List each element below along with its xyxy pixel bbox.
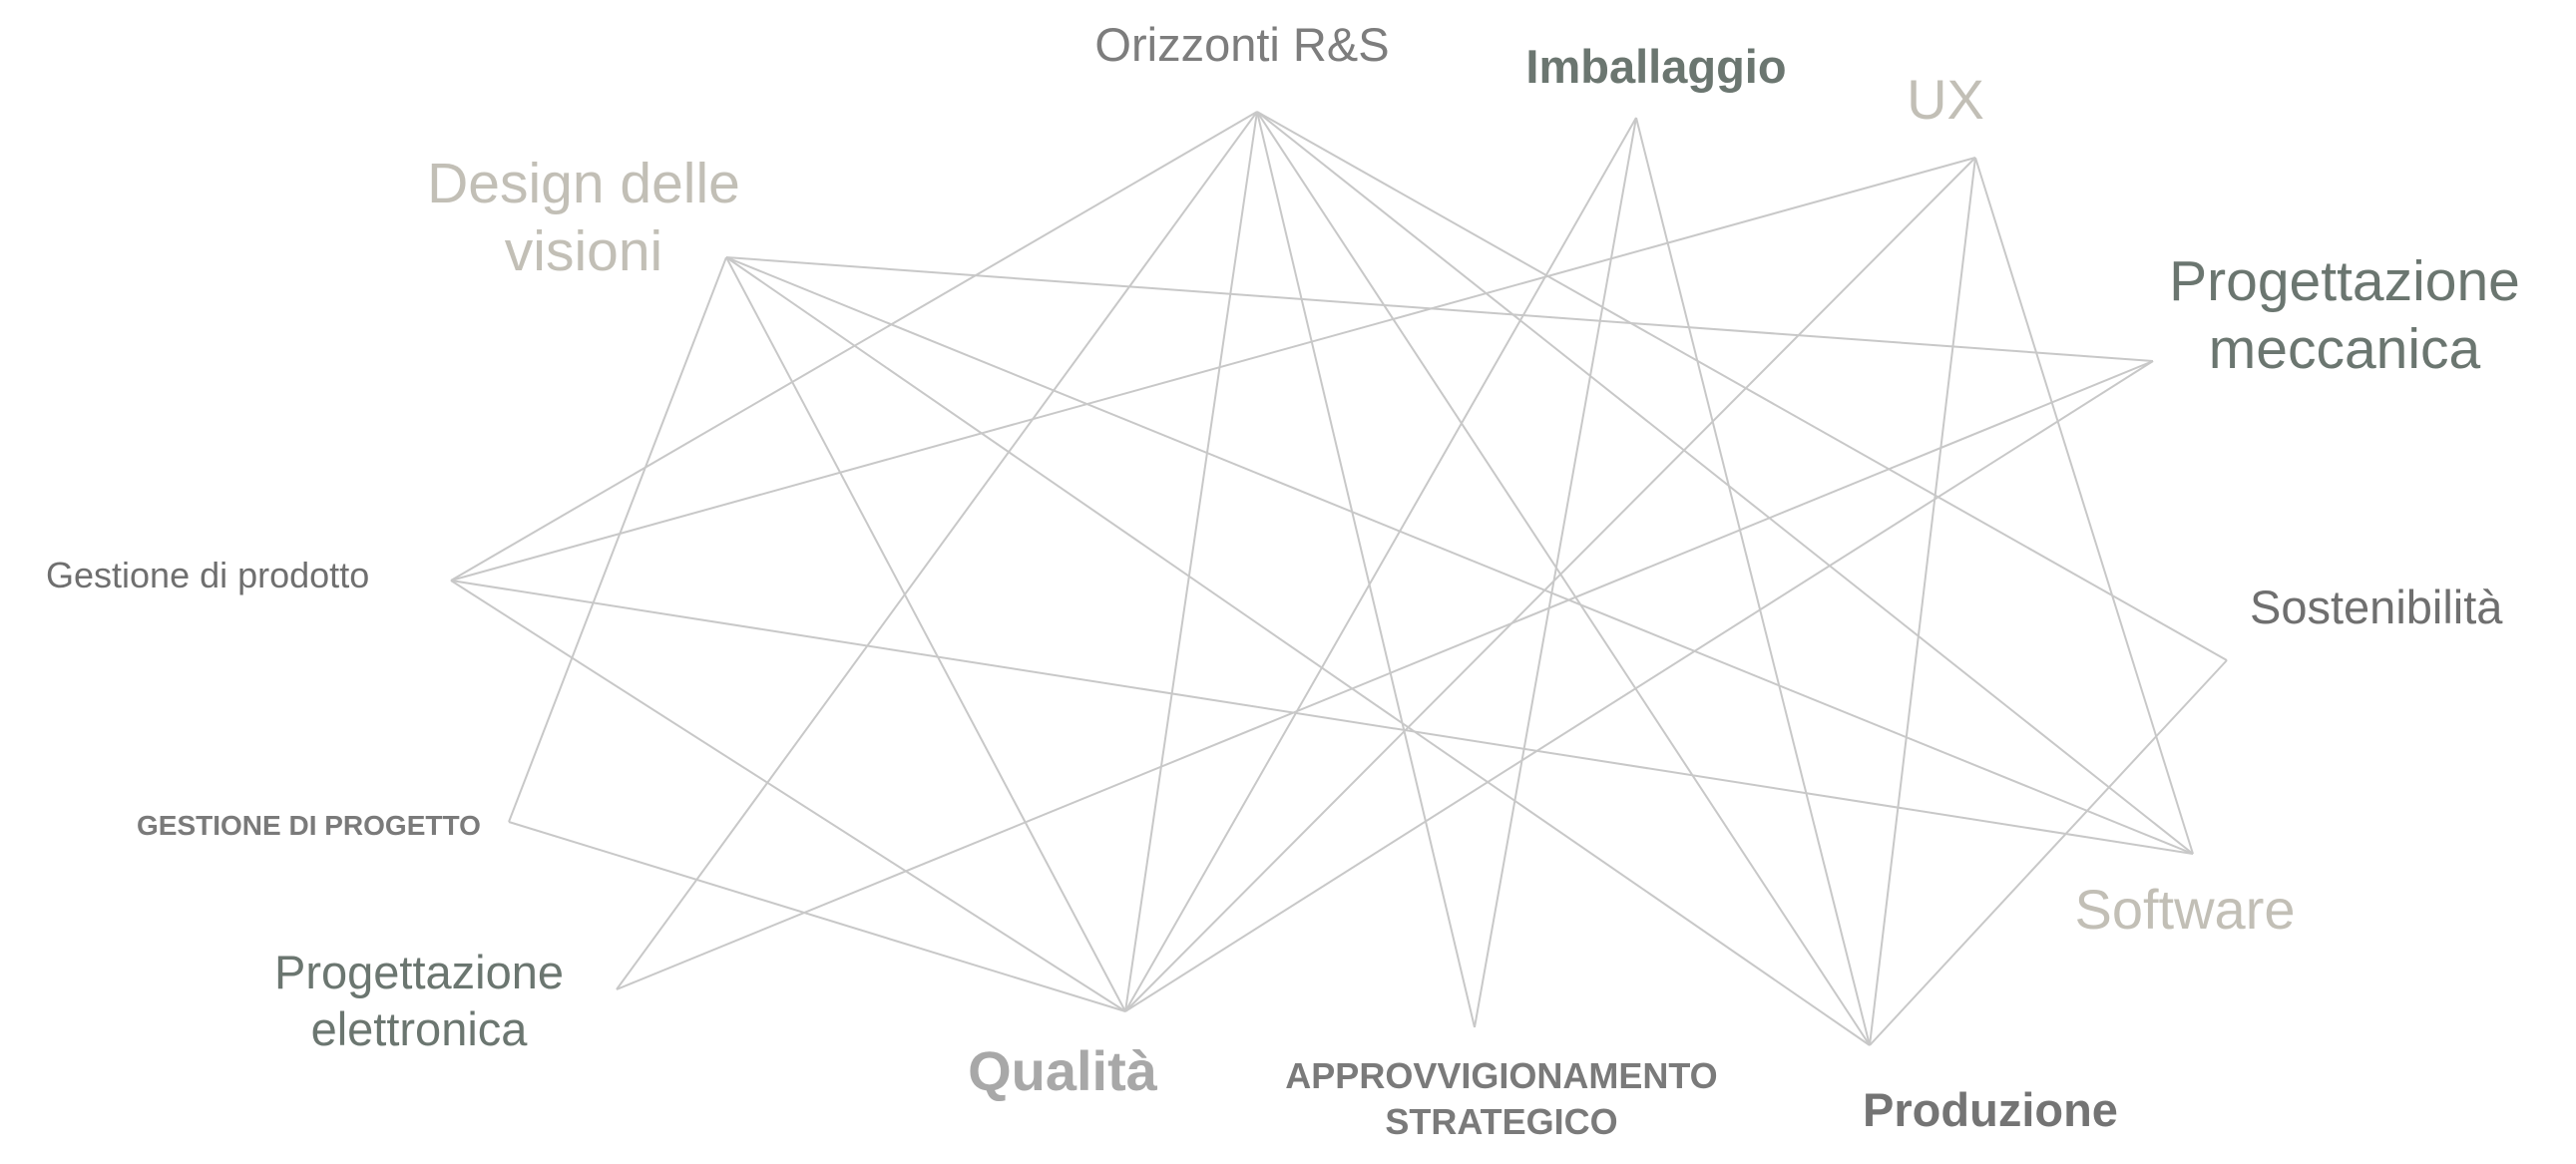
- edge-orizzonti-elettronica: [616, 111, 1258, 990]
- edge-ux-software: [1974, 157, 2194, 855]
- node-label-ux: UX: [1907, 68, 1984, 131]
- edge-orizzonti-qualita: [1124, 111, 1258, 1012]
- node-label-sostenibilita: Sostenibilità: [2250, 581, 2503, 633]
- edge-design-progetto: [508, 256, 727, 823]
- edge-orizzonti-sostenibilita: [1256, 111, 2228, 661]
- node-label-produzione: Produzione: [1863, 1083, 2118, 1136]
- edge-imballaggio-qualita: [1124, 117, 1637, 1012]
- node-label-qualita: Qualità: [968, 1039, 1157, 1102]
- node-label-imballaggio: Imballaggio: [1525, 40, 1787, 93]
- edge-ux-produzione: [1869, 157, 1976, 1046]
- edge-prodotto-qualita: [450, 580, 1126, 1012]
- edge-design-qualita: [725, 256, 1126, 1012]
- edge-meccanica-elettronica: [616, 360, 2154, 990]
- node-label-progetto: GESTIONE DI PROGETTO: [137, 810, 481, 841]
- edge-prodotto-software: [450, 580, 2194, 855]
- node-label-prodotto: Gestione di prodotto: [46, 555, 370, 595]
- edge-orizzonti-software: [1256, 111, 2194, 855]
- node-label-approvvigionamento: APPROVVIGIONAMENTO STRATEGICO: [1285, 1055, 1718, 1143]
- edge-meccanica-qualita: [1124, 360, 2154, 1012]
- edge-ux-qualita: [1124, 157, 1976, 1012]
- node-label-elettronica: Progettazione elettronica: [273, 946, 565, 1056]
- edge-imballaggio-produzione: [1635, 117, 1871, 1046]
- edge-orizzonti-approvvigionamento: [1256, 111, 1476, 1028]
- node-label-software: Software: [2074, 878, 2296, 941]
- edge-orizzonti-produzione: [1256, 111, 1871, 1046]
- edge-design-produzione: [725, 256, 1871, 1046]
- edge-ux-prodotto: [450, 157, 1976, 582]
- edge-design-meccanica: [725, 256, 2154, 362]
- edge-sostenibilita-produzione: [1869, 659, 2228, 1046]
- node-label-design: Design delle visioni: [427, 152, 740, 284]
- node-label-meccanica: Progettazione meccanica: [2169, 249, 2520, 382]
- node-label-orizzonti: Orizzonti R&S: [1094, 18, 1390, 71]
- edge-design-software: [725, 256, 2194, 855]
- edge-progetto-qualita: [508, 821, 1126, 1012]
- edge-imballaggio-approvvigionamento: [1474, 117, 1637, 1028]
